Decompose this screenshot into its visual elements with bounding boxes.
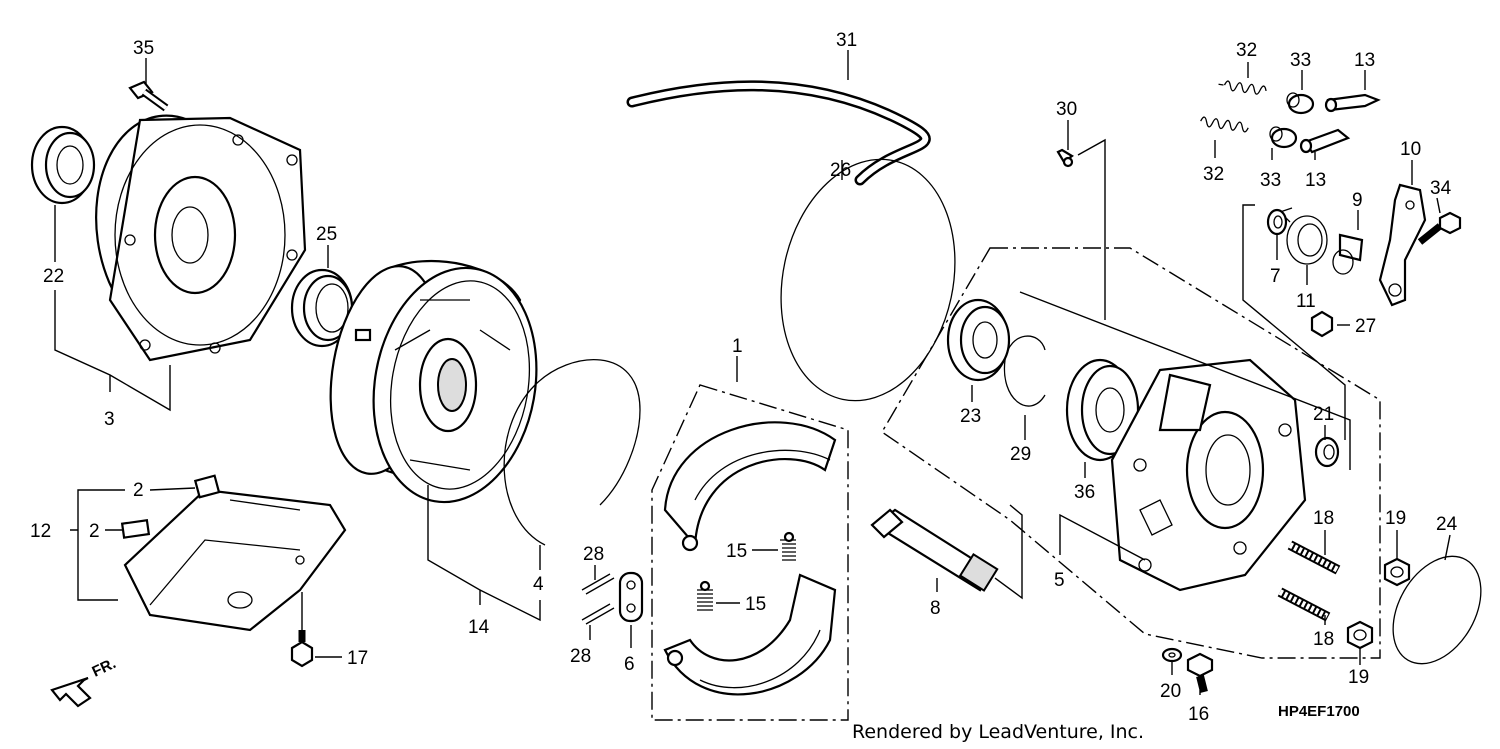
callout-12[interactable]: 12	[30, 521, 51, 542]
nut-27-part[interactable]	[1310, 310, 1334, 338]
callout-2-lower[interactable]: 2	[89, 521, 100, 542]
callout-15-lower[interactable]: 15	[745, 594, 766, 615]
shoe-plate-6-part[interactable]	[618, 571, 644, 623]
callout-34[interactable]: 34	[1430, 178, 1452, 199]
spring-32-upper-part[interactable]	[1218, 80, 1267, 96]
brake-panel-part[interactable]	[1110, 358, 1307, 592]
callout-25[interactable]: 25	[316, 224, 337, 245]
diagram-code: HP4EF1700	[1278, 703, 1360, 720]
brake-drum-part[interactable]	[316, 255, 555, 515]
flange-nut-19-lower-part[interactable]	[1346, 620, 1374, 650]
flange-bolt-35-part[interactable]	[128, 80, 169, 112]
shoe-spring-15-lower-part[interactable]	[697, 580, 713, 611]
shoe-spring-15-upper-part[interactable]	[780, 531, 796, 561]
lever-pin-13-lower-part[interactable]	[1299, 128, 1351, 154]
flange-bolt-16-part[interactable]	[1186, 652, 1214, 693]
callout-33-lower[interactable]: 33	[1260, 170, 1281, 191]
brake-spring-ring-part[interactable]	[503, 359, 641, 546]
callout-33-upper[interactable]: 33	[1290, 50, 1311, 71]
o-ring-26-part[interactable]	[759, 143, 976, 417]
spring-32-lower-part[interactable]	[1200, 116, 1249, 133]
cotter-pin-28-part[interactable]	[581, 573, 615, 625]
callout-31[interactable]: 31	[836, 30, 857, 51]
flange-nut-19-upper-part[interactable]	[1383, 557, 1411, 587]
callout-4[interactable]: 4	[533, 574, 544, 595]
callout-30[interactable]: 30	[1056, 99, 1077, 120]
collar-33-lower-part[interactable]	[1269, 126, 1298, 149]
callout-3[interactable]: 3	[104, 409, 115, 430]
callout-13-upper[interactable]: 13	[1354, 50, 1375, 71]
callout-36[interactable]: 36	[1074, 482, 1095, 503]
callout-5[interactable]: 5	[1054, 570, 1065, 591]
callout-19-lower[interactable]: 19	[1348, 667, 1369, 688]
skid-plate-part[interactable]	[123, 488, 347, 632]
oil-seal-22-part[interactable]	[30, 125, 96, 205]
lever-pin-13-upper-part[interactable]	[1324, 93, 1381, 113]
callout-16[interactable]: 16	[1188, 704, 1209, 725]
callout-22[interactable]: 22	[43, 266, 64, 287]
breather-tube-part[interactable]	[626, 80, 931, 186]
callout-8[interactable]: 8	[930, 598, 941, 619]
callout-21[interactable]: 21	[1313, 404, 1334, 425]
stud-bolt-18-upper-part[interactable]	[1287, 540, 1341, 575]
callout-13-lower[interactable]: 13	[1305, 170, 1326, 191]
callout-17[interactable]: 17	[347, 648, 368, 669]
leader-lines	[54, 50, 1451, 721]
o-ring-24-part[interactable]	[1375, 541, 1499, 679]
rubber-2-lower-part[interactable]	[120, 519, 151, 539]
callout-labels: 1 2 2 3 4 5 6 7 8 9 10 11 12 13 13 14 15…	[30, 30, 1458, 725]
front-arrow-label: FR.	[90, 655, 119, 681]
indicator-9-part[interactable]	[1332, 233, 1364, 275]
callout-35[interactable]: 35	[133, 38, 154, 59]
brake-cam-shaft-part[interactable]	[870, 508, 999, 592]
callout-28-lower[interactable]: 28	[570, 646, 591, 667]
callout-19-upper[interactable]: 19	[1385, 508, 1406, 529]
callout-23[interactable]: 23	[960, 406, 981, 427]
tube-clip-part[interactable]	[1056, 148, 1074, 168]
callout-11[interactable]: 11	[1296, 291, 1316, 312]
footer-credit: Rendered by LeadVenture, Inc.	[852, 721, 1144, 743]
washer-20-part[interactable]	[1161, 647, 1183, 663]
oil-seal-21-part[interactable]	[1314, 436, 1340, 468]
callout-9[interactable]: 9	[1352, 190, 1363, 211]
callout-15-upper[interactable]: 15	[726, 541, 747, 562]
rubber-2-upper-part[interactable]	[193, 474, 221, 499]
callout-32-lower[interactable]: 32	[1203, 164, 1224, 185]
bearing-36-part[interactable]	[1065, 358, 1140, 462]
callout-24[interactable]: 24	[1436, 514, 1458, 535]
brake-drum-cover-part[interactable]	[82, 105, 307, 362]
callout-14[interactable]: 14	[468, 617, 490, 638]
front-direction-arrow-icon: FR.	[50, 655, 119, 708]
callout-10[interactable]: 10	[1400, 139, 1421, 160]
callout-6[interactable]: 6	[624, 654, 635, 675]
felt-seal-7-part[interactable]	[1266, 208, 1288, 236]
callout-27[interactable]: 27	[1355, 316, 1376, 337]
brake-shoe-set-part[interactable]	[663, 421, 837, 696]
stud-bolt-18-lower-part[interactable]	[1277, 587, 1331, 622]
callout-20[interactable]: 20	[1160, 681, 1181, 702]
oil-seal-23-part[interactable]	[946, 298, 1011, 382]
callout-32-upper[interactable]: 32	[1236, 40, 1257, 61]
callout-2-upper[interactable]: 2	[133, 480, 144, 501]
callout-7[interactable]: 7	[1270, 266, 1281, 287]
return-spring-11-part[interactable]	[1278, 207, 1328, 265]
callout-18-upper[interactable]: 18	[1313, 508, 1334, 529]
collar-33-upper-part[interactable]	[1286, 92, 1315, 115]
snap-ring-29-part[interactable]	[1003, 335, 1046, 407]
callout-28-upper[interactable]: 28	[583, 544, 604, 565]
flange-bolt-17-part[interactable]	[290, 630, 314, 668]
callout-1[interactable]: 1	[732, 336, 743, 357]
lever-10-part[interactable]	[1378, 183, 1427, 307]
callout-26[interactable]: 26	[830, 160, 851, 181]
flange-bolt-34-part[interactable]	[1417, 211, 1462, 245]
callout-18-lower[interactable]: 18	[1313, 629, 1334, 650]
callout-29[interactable]: 29	[1010, 444, 1031, 465]
